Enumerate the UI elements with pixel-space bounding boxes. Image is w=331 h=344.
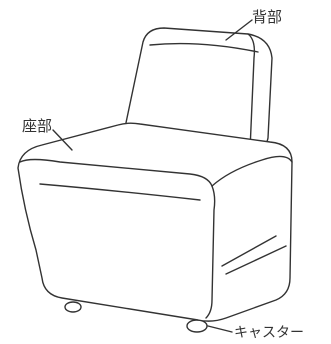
- seat-side-seam-1: [221, 235, 277, 267]
- backrest-side: [247, 33, 256, 151]
- casters-leader: [207, 325, 233, 333]
- seat-top-edge: [19, 158, 213, 187]
- backrest-leader: [225, 19, 253, 41]
- caster-front-right: [186, 319, 208, 333]
- seat-leader: [52, 129, 73, 151]
- seat-label: 座部: [22, 117, 52, 135]
- seat-side-seam-2: [225, 245, 287, 275]
- caster-front-left: [64, 301, 82, 313]
- seat-front-seam: [39, 183, 201, 201]
- casters-label: キャスター: [234, 325, 304, 340]
- backrest-crease: [149, 42, 259, 53]
- seat-corner-edge: [205, 185, 216, 319]
- seat-right-top-edge: [211, 155, 293, 187]
- backrest-label: 背部: [252, 8, 282, 26]
- seat-base-outline: [17, 122, 293, 322]
